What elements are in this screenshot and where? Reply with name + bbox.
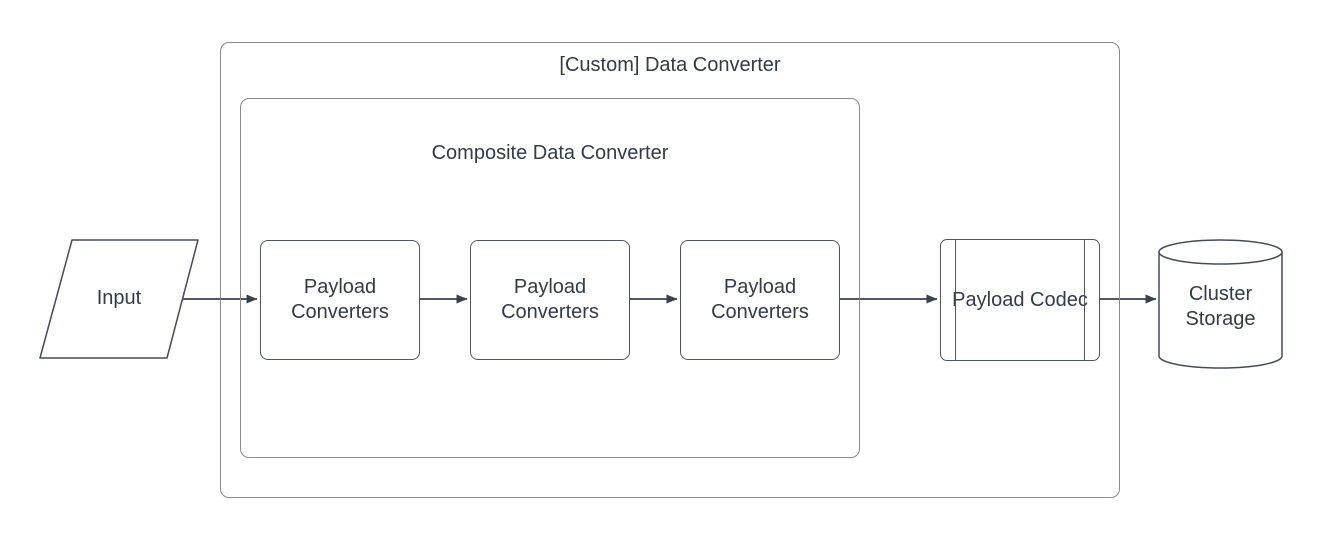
storage-cylinder-top (1158, 239, 1283, 265)
payload-converters-label-2: Payload Converters (501, 276, 599, 323)
input-label: Input (96, 287, 142, 309)
custom-data-converter-container: [Custom] Data Converter (220, 42, 1120, 498)
payload-codec-label: Payload Codec (952, 288, 1088, 311)
payload-converters-node-2: Payload Converters (470, 240, 630, 360)
payload-codec-node: Payload Codec (940, 239, 1100, 361)
input-parallelogram-shape (39, 239, 199, 359)
custom-data-converter-title: [Custom] Data Converter (559, 54, 781, 76)
composite-data-converter-title: Composite Data Converter (431, 142, 669, 164)
payload-converters-label-3: Payload Converters (711, 276, 809, 323)
payload-converters-node-1: Payload Converters (260, 240, 420, 360)
payload-converters-label-1: Payload Converters (291, 276, 389, 323)
cluster-storage-label: Cluster Storage (1185, 283, 1256, 330)
storage-cylinder-shape (1158, 252, 1283, 369)
payload-codec-side-bars (955, 240, 1085, 360)
composite-data-converter-container: Composite Data Converter (240, 98, 860, 458)
payload-converters-node-3: Payload Converters (680, 240, 840, 360)
